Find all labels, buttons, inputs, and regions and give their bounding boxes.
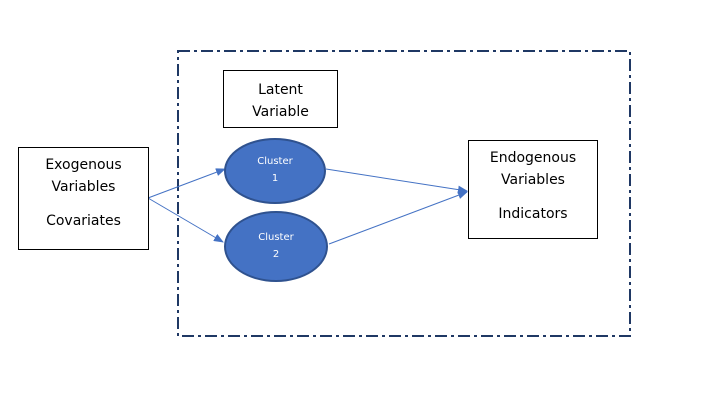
endogenous-label-line-3: Indicators — [498, 206, 568, 222]
cluster-1-number: 1 — [271, 173, 279, 184]
arrow-exogenous-to-cluster-1 — [147, 168, 226, 199]
latent-frame — [177, 50, 631, 337]
arrow-cluster-1-to-endogenous — [325, 168, 468, 194]
cluster-2-number: 2 — [272, 249, 280, 260]
arrow-exogenous-to-cluster-2 — [147, 197, 224, 243]
endogenous-label-line-2: Variables — [501, 172, 565, 188]
endogenous-label-line-1: Endogenous — [489, 150, 577, 166]
cluster-1-node: Cluster 1 — [224, 138, 326, 204]
cluster-2-node: Cluster 2 — [224, 211, 328, 282]
exogenous-label-line-2: Variables — [51, 179, 116, 195]
cluster-2-label: Cluster — [258, 232, 294, 243]
latent-label-line-1: Latent — [258, 82, 303, 98]
exogenous-label-line-1: Exogenous — [45, 157, 122, 173]
endogenous-variables-box: Endogenous Variables Indicators — [468, 140, 598, 239]
exogenous-variables-box: Exogenous Variables Covariates — [18, 147, 149, 250]
latent-variable-box: Latent Variable — [223, 70, 338, 128]
arrow-cluster-2-to-endogenous — [328, 191, 468, 245]
exogenous-label-line-3: Covariates — [46, 213, 121, 229]
cluster-1-label: Cluster — [257, 156, 293, 167]
latent-label-line-2: Variable — [252, 104, 309, 120]
